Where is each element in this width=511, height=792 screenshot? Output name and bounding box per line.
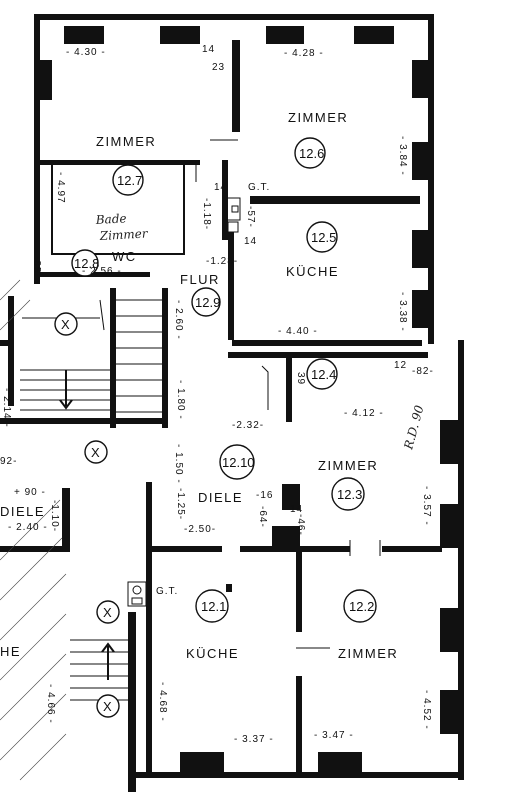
svg-text:-2.32-: -2.32- [232, 420, 264, 431]
svg-text:X: X [61, 317, 70, 332]
room-label-zimmer-bottom-right: ZIMMER [338, 646, 398, 661]
handwritten-bade: Bade [94, 211, 126, 227]
svg-text:-16: -16 [256, 490, 273, 501]
shaft-marker-2: X [84, 440, 108, 464]
room-number-12-3: 12.3 [331, 477, 365, 511]
room-label-zimmer-top-left: ZIMMER [96, 134, 156, 149]
svg-text:- 2.40 -: - 2.40 - [8, 522, 48, 533]
room-number-12-4: 12.4 [306, 358, 338, 390]
svg-text:23: 23 [212, 62, 225, 73]
room-number-12-7: 12.7 [112, 164, 144, 196]
svg-text:12.6: 12.6 [299, 146, 324, 161]
svg-text:- 4.12 -: - 4.12 - [344, 408, 384, 419]
svg-text:12.10: 12.10 [222, 455, 255, 470]
svg-text:- 3.84 -: - 3.84 - [397, 136, 408, 176]
svg-text:12.4: 12.4 [311, 367, 336, 382]
svg-text:-1.28-: -1.28- [206, 256, 238, 267]
room-label-zimmer-top-right: ZIMMER [288, 110, 348, 125]
svg-text:- 4.68 -: - 4.68 - [157, 682, 168, 722]
room-label-kueche-bottom: KÜCHE [186, 646, 239, 661]
svg-text:12.2: 12.2 [349, 599, 374, 614]
room-number-12-8: 12.8 [71, 249, 99, 277]
room-label-kueche-left: HE [0, 644, 21, 659]
svg-text:14: 14 [202, 44, 215, 55]
gas-meter-label-top: G.T. [248, 182, 270, 193]
svg-text:- 2.14 -: - 2.14 - [1, 388, 12, 428]
svg-text:- 2.60 -: - 2.60 - [173, 300, 184, 340]
room-number-12-5: 12.5 [306, 221, 338, 253]
svg-text:- 3.37 -: - 3.37 - [234, 734, 274, 745]
svg-text:14: 14 [214, 182, 227, 193]
svg-text:12.1: 12.1 [201, 599, 226, 614]
svg-text:12.9: 12.9 [195, 295, 220, 310]
handwritten-zimmer: Zimmer [98, 226, 149, 243]
room-label-kueche-top: KÜCHE [286, 264, 339, 279]
svg-text:-1.10-: -1.10- [49, 500, 60, 532]
svg-text:- 4.40 -: - 4.40 - [278, 326, 318, 337]
svg-text:- 1.50 -: - 1.50 - [173, 444, 184, 484]
room-number-12-10: 12.10 [219, 444, 255, 480]
door-lines [22, 139, 381, 649]
svg-text:-64-: -64- [257, 506, 268, 528]
hatched-neighbour-area [0, 279, 67, 781]
svg-text:39: 39 [295, 372, 306, 385]
stair-arrow-icon [59, 370, 73, 410]
svg-text:-46-: -46- [295, 514, 306, 536]
stair-treads [20, 299, 162, 701]
room-number-12-6: 12.6 [294, 137, 326, 169]
dimensions: - 4.30 - - 4.28 - 14 23 - 3.84 - - 4.97 … [0, 44, 434, 745]
svg-text:-57-: -57- [245, 206, 256, 228]
svg-text:- 4.97: - 4.97 [55, 172, 66, 204]
svg-text:- 3.57 -: - 3.57 - [421, 486, 432, 526]
svg-text:X: X [91, 445, 100, 460]
gas-meter-label-bottom: G.T. [156, 586, 178, 597]
svg-text:- 4.52 -: - 4.52 - [421, 690, 432, 730]
room-label-zimmer-mid: ZIMMER [318, 458, 378, 473]
svg-text:- 4.66 -: - 4.66 - [45, 684, 56, 724]
svg-text:- 2.56 -: - 2.56 - [82, 266, 122, 277]
svg-text:- 3.47 -: - 3.47 - [314, 730, 354, 741]
handwritten-note-right: R.D. 90 [401, 403, 427, 451]
svg-text:X: X [103, 699, 112, 714]
svg-text:- 1.80 -: - 1.80 - [175, 380, 186, 420]
svg-text:-85-: -85- [31, 256, 42, 278]
shaft-marker-1: X [54, 312, 78, 336]
chimney-block [223, 197, 289, 541]
stair-arrow-icon [101, 642, 115, 680]
svg-text:X: X [103, 605, 112, 620]
room-number-12-9: 12.9 [191, 287, 221, 317]
room-number-12-1: 12.1 [195, 589, 229, 623]
svg-text:- 3.38 -: - 3.38 - [397, 292, 408, 332]
svg-text:-1.18-: -1.18- [201, 198, 212, 230]
gas-meter-icon [127, 581, 147, 607]
svg-text:-2.50-: -2.50- [184, 524, 216, 535]
svg-text:14: 14 [244, 236, 257, 247]
svg-text:92-: 92- [0, 456, 17, 467]
svg-text:12.3: 12.3 [337, 487, 362, 502]
svg-text:12.5: 12.5 [311, 230, 336, 245]
svg-text:12.8: 12.8 [74, 256, 99, 271]
svg-text:12.7: 12.7 [117, 173, 142, 188]
room-label-wc: WC [112, 249, 137, 264]
svg-text:14: 14 [290, 504, 303, 515]
shaft-marker-3: X [96, 600, 120, 624]
svg-text:+ 90 -: + 90 - [14, 487, 46, 498]
svg-text:-1.25-: -1.25- [175, 488, 186, 520]
svg-text:- 4.30 -: - 4.30 - [66, 47, 106, 58]
room-number-12-2: 12.2 [343, 589, 377, 623]
shaft-marker-4: X [96, 694, 120, 718]
svg-text:12: 12 [394, 360, 407, 371]
svg-text:- 4.28 -: - 4.28 - [284, 48, 324, 59]
room-label-flur: FLUR [180, 272, 220, 287]
svg-text:-82-: -82- [412, 366, 434, 377]
room-label-diele-left: DIELE [0, 504, 45, 519]
room-label-diele: DIELE [198, 490, 243, 505]
